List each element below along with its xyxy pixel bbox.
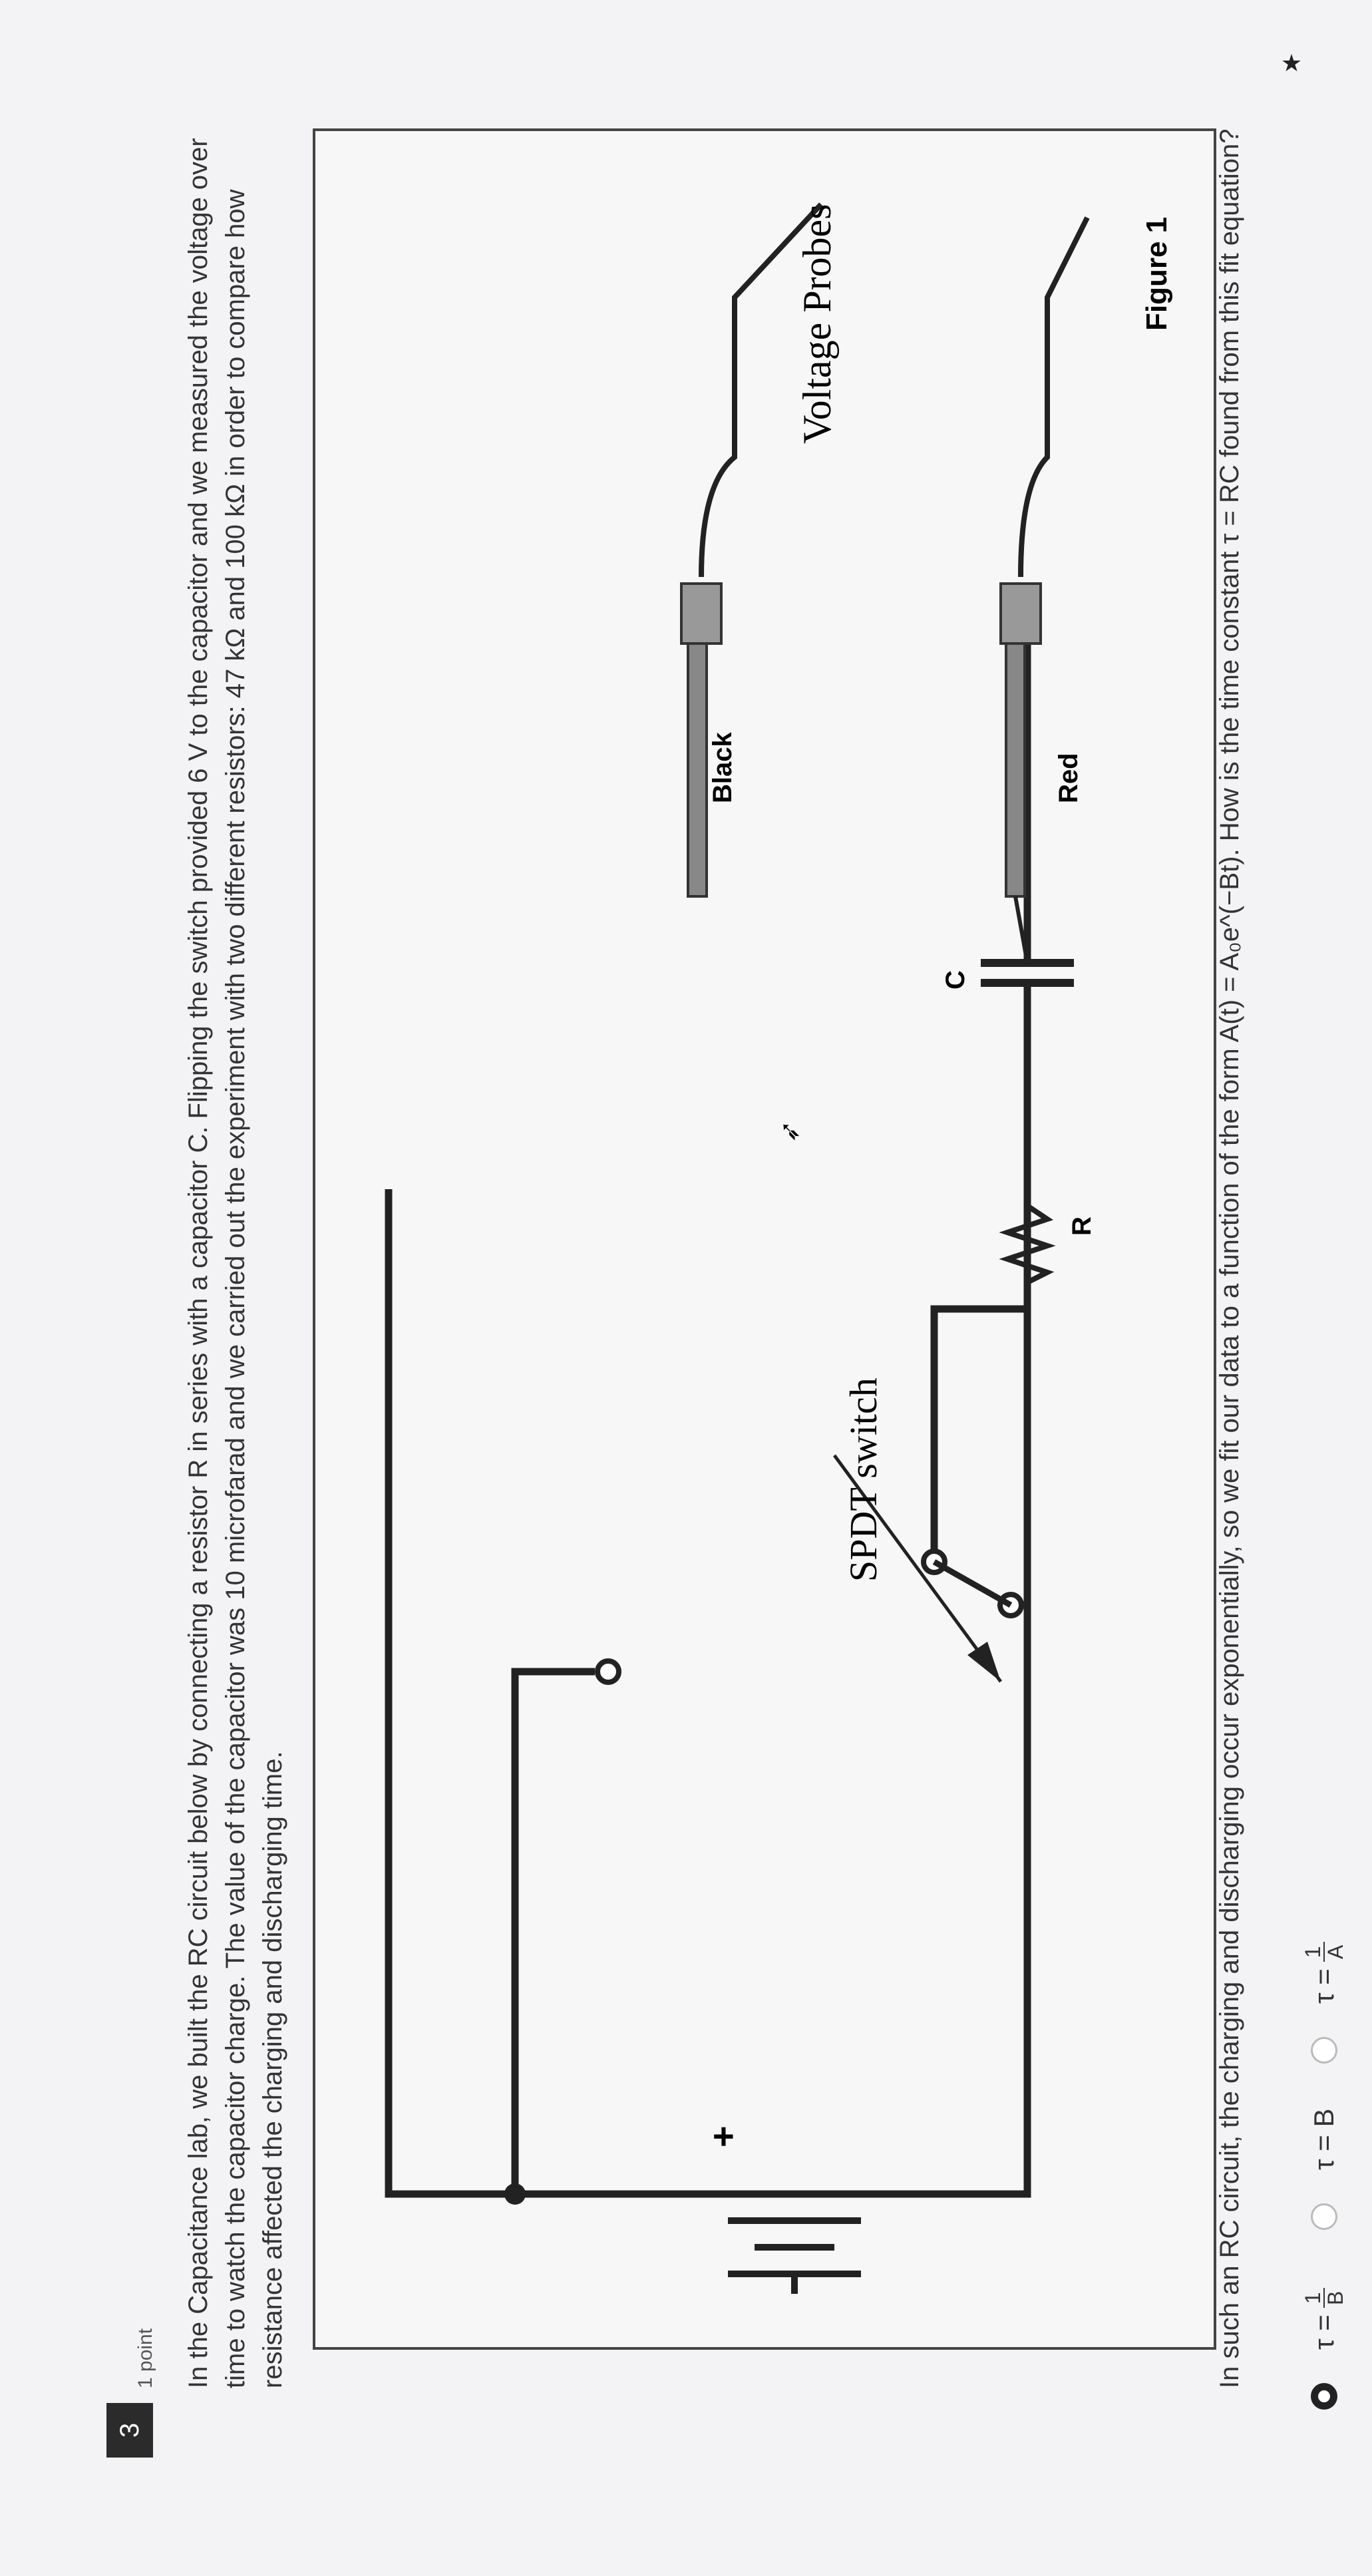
option-3-numerator: 1 [1301,1942,1325,1962]
option-2[interactable]: τ = B [1297,2109,1351,2230]
probe-red-label: Red [1054,753,1083,803]
option-1-prefix: τ = [1308,2314,1339,2350]
cursor-icon: ➶ [775,1120,804,1143]
circuit-diagram [385,202,1090,2294]
option-3[interactable]: τ = 1 A [1297,1942,1351,2064]
capacitor-label: C [941,970,970,990]
radio-option-1[interactable] [1311,2383,1337,2410]
pin-icon[interactable]: ★ [1280,49,1303,77]
option-3-prefix: τ = [1308,1968,1339,2004]
option-2-prefix: τ = B [1308,2108,1339,2170]
probe-black-label: Black [708,732,737,803]
radio-option-2[interactable] [1311,2203,1337,2230]
question-text: In the Capacitance lab, we built the RC … [184,138,287,2388]
question-number: 3 [106,2403,153,2458]
probes-label: Voltage Probes [795,204,839,444]
circuit-figure: Figure 1 R C SPDT switch + Red Black Vol… [313,128,1216,2350]
option-1-numerator: 1 [1301,2288,1325,2308]
option-3-fraction: 1 A [1301,1942,1347,1962]
radio-option-3[interactable] [1311,2037,1337,2064]
option-1-fraction: 1 B [1301,2288,1347,2308]
option-1[interactable]: τ = 1 B [1297,2288,1351,2410]
switch-label: SPDT switch [842,1378,885,1582]
resistor-label: R [1067,1216,1097,1236]
question-points: 1 point [134,2328,156,2388]
option-1-denominator: B [1323,2291,1347,2305]
fit-question-text: In such an RC circuit, the charging and … [1215,128,1244,2389]
option-3-denominator: A [1323,1944,1347,1959]
battery-plus-sign: + [702,2125,744,2147]
figure-title: Figure 1 [1140,216,1173,331]
